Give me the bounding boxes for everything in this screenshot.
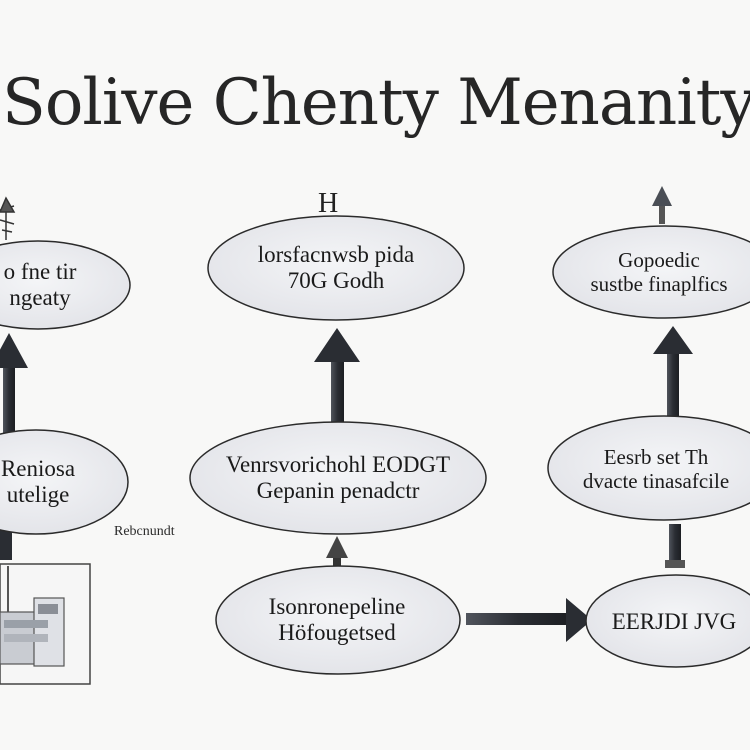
top-center-mark-text: H (318, 188, 338, 219)
node-left-mid (0, 429, 129, 535)
arrow-left-mid-to-top (0, 333, 28, 444)
node-right-top (552, 225, 750, 319)
node-right-mid (547, 415, 750, 521)
page-title: Solive Chenty Menanity (2, 66, 750, 140)
node-center-bottom (215, 565, 461, 675)
side-label: Rebcnundt (114, 524, 175, 539)
arrow-left-to-machine (0, 530, 12, 560)
machine-illustration (0, 563, 91, 685)
top-left-tower-icon (0, 196, 16, 240)
top-right-arrow-icon (652, 186, 672, 224)
node-center-mid (189, 421, 487, 535)
node-right-bottom (585, 574, 750, 668)
node-left-top (0, 240, 131, 330)
arrow-right-bottom-to-mid (665, 524, 685, 568)
arrow-center-bottom-to-right-bottom (466, 598, 592, 642)
top-center-mark: H (318, 188, 338, 219)
arrow-right-mid-to-top (653, 326, 693, 430)
node-center-top (207, 215, 465, 321)
arrow-center-bottom-to-mid (326, 536, 348, 570)
arrow-center-mid-to-top (314, 328, 360, 440)
